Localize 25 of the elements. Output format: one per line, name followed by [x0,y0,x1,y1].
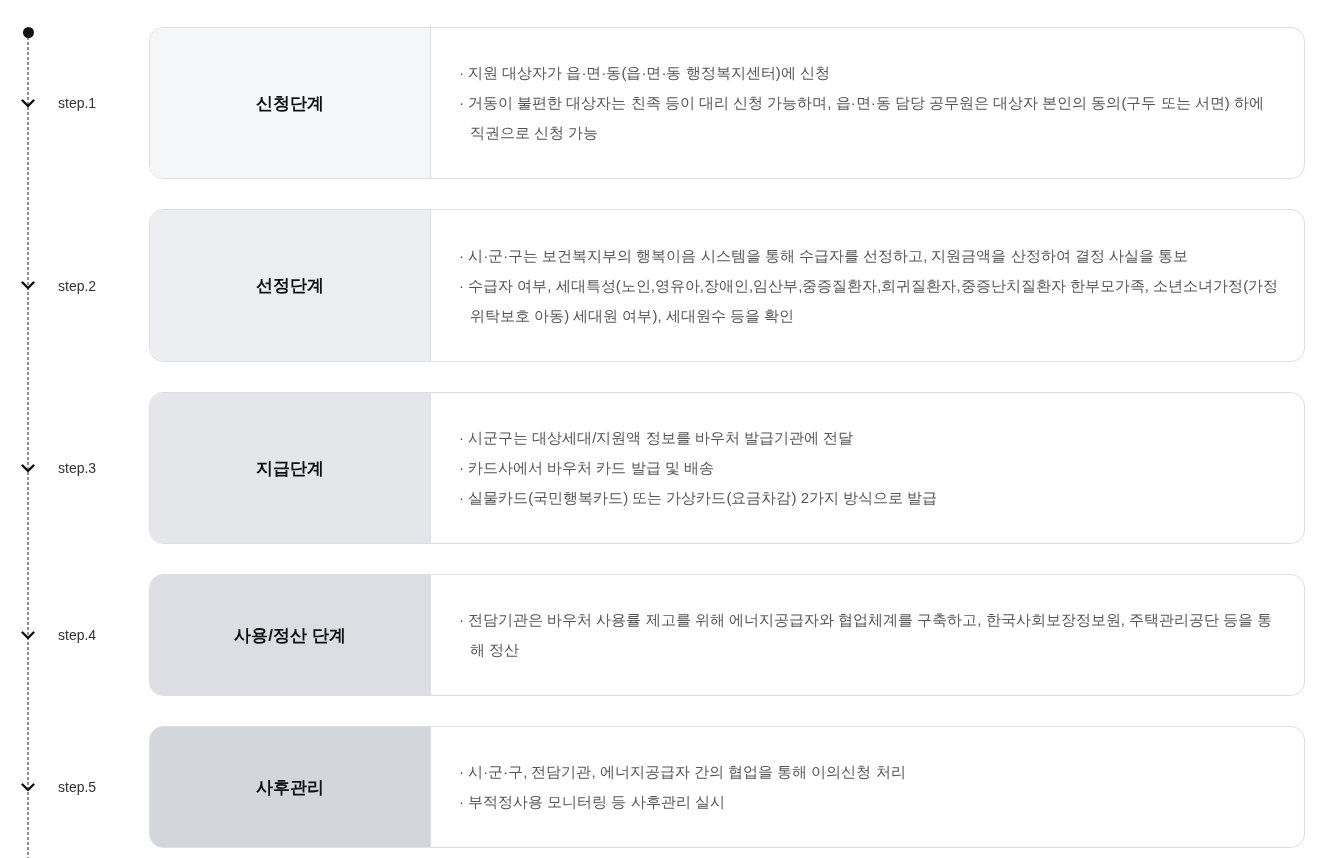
step-label: step.2 [58,276,97,295]
bullet-text: · 카드사에서 바우처 카드 발급 및 배송 [459,458,715,478]
bullet-text: · 지원 대상자가 읍·면·동(읍·면·동 행정복지센터)에 신청 [459,63,831,83]
step-card [149,209,1305,362]
bullet-text: · 실물카드(국민행복카드) 또는 가상카드(요금차감) 2가지 방식으로 발급 [459,488,939,508]
stage-title: 지급단계 [256,457,324,480]
stage-title: 신청단계 [256,92,324,115]
step-label: step.5 [58,778,97,796]
step-label: step.3 [58,459,97,477]
bullet-text: · 시·군·구, 전담기관, 에너지공급자 간의 협업을 통해 이의신청 처리 [459,762,907,782]
step-card [149,392,1305,544]
step-card [149,27,1305,179]
stage-title: 선정단계 [256,275,324,297]
step-label: step.4 [58,626,97,644]
bullet-text: · 시군구는 대상세대/지원액 정보를 바우처 발급기관에 전달 [459,428,855,448]
bullet-text: · 부적정사용 모니터링 등 사후관리 실시 [459,792,726,812]
stage-title: 사후관리 [256,776,324,799]
step-card [149,726,1305,848]
bullet-text: · 전담기관은 바우처 사용률 제고를 위해 에너지공급자와 협업체계를 구축하고, 한국사회보장정보원, 주택관리공단 등을 통해 정산 [459,610,1274,660]
bullet-text: · 수급자 여부, 세대특성(노인,영유아,장애인,임산부,중증질환자,희귀질환자,중증난치질환자 한부모가족, 소년소녀가정(가정위탁보호 아동) 세대원 여부), 세대원수 등을 확인 [459,275,1280,326]
stage-title: 사용/정산 단계 [234,624,346,647]
bullet-text: · 시·군·구는 보건복지부의 행복이음 시스템을 통해 수급자를 선정하고, 지원금액을 산정하여 결정 사실을 통보 [459,245,1190,266]
step-label: step.1 [58,94,97,112]
bullet-text: · 거동이 불편한 대상자는 친족 등이 대리 신청 가능하며, 읍·면·동 담당 공무원은 대상자 본인의 동의(구두 또는 서면) 하에 직권으로 신청 가능 [459,93,1265,143]
step-card [149,574,1305,696]
